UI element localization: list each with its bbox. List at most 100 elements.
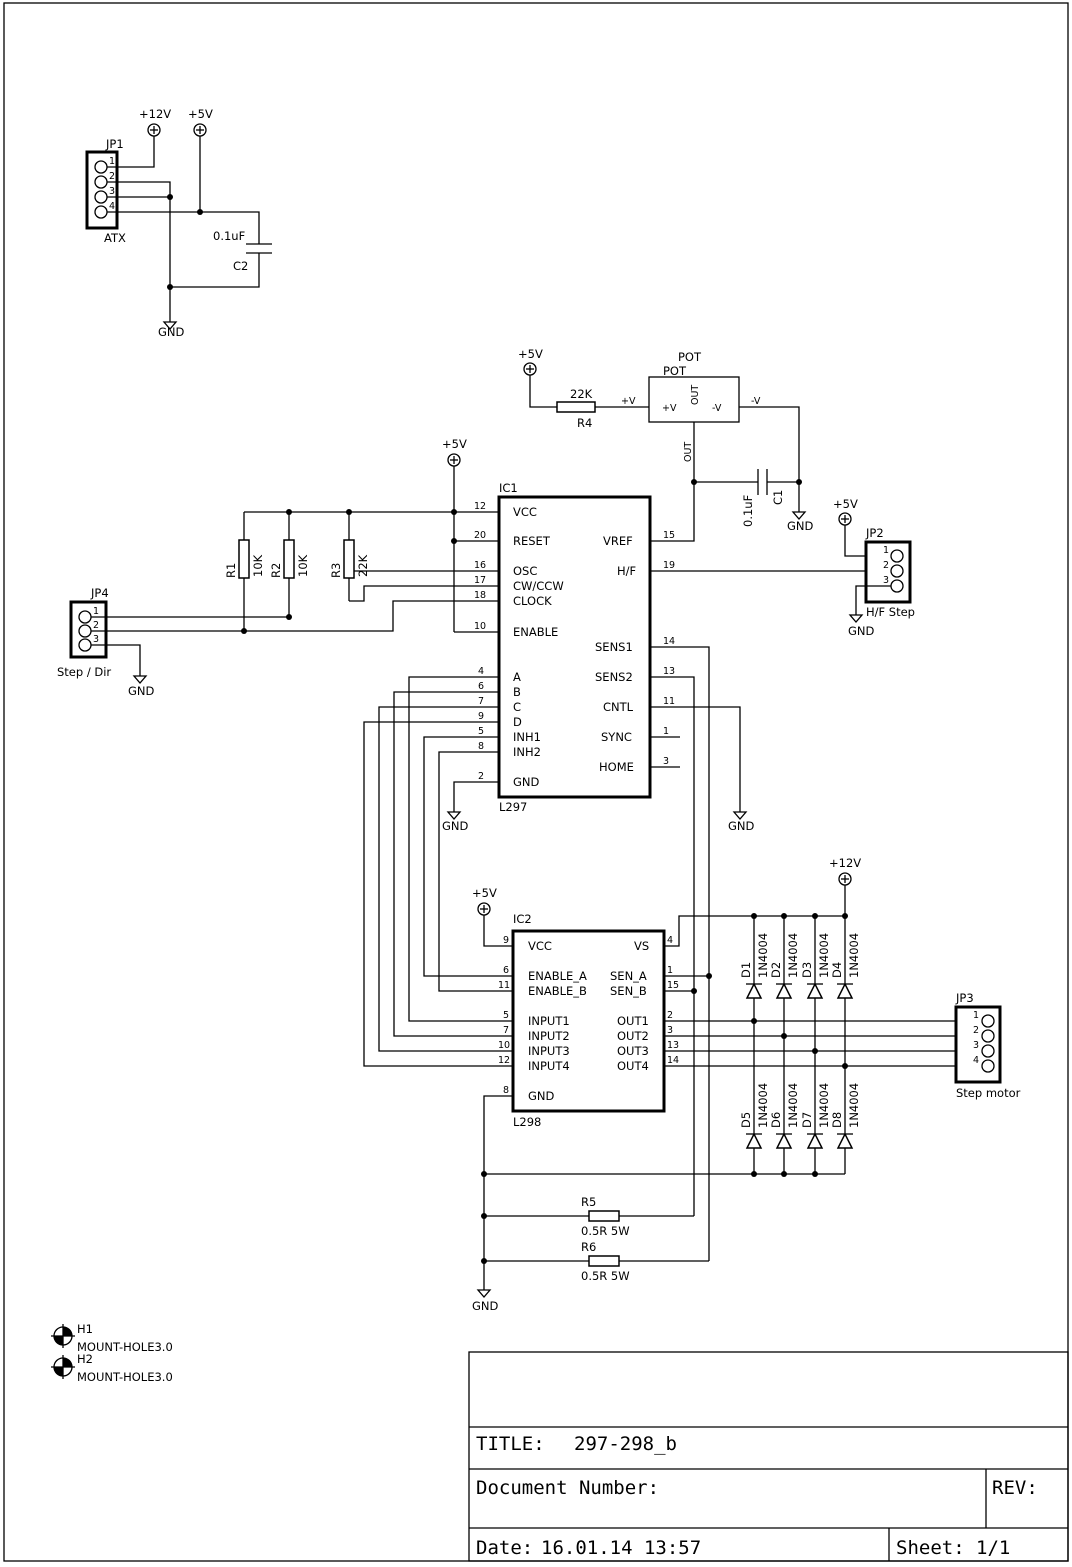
pin-number: 6 <box>478 681 484 692</box>
pin-name: OUT1 <box>617 1014 649 1028</box>
d2-ref: D2 <box>769 962 783 978</box>
pin-number: 18 <box>474 590 486 601</box>
pot-pin-plus: +V <box>662 403 677 414</box>
jp4-pin-2: 2 <box>93 620 99 631</box>
pin-number: 15 <box>667 980 679 991</box>
pin-name: CNTL <box>603 700 634 714</box>
title-label: TITLE: <box>476 1433 545 1455</box>
pot-value: POT <box>663 364 687 378</box>
jp3-value: Step motor <box>956 1086 1021 1100</box>
pin-name: OUT4 <box>617 1059 649 1073</box>
jp3-ref: JP3 <box>955 991 974 1005</box>
diode-d3: D3 1N4004 <box>800 933 831 999</box>
pin-number: 7 <box>478 696 484 707</box>
pin-name: VCC <box>513 505 537 519</box>
pin-name: OUT2 <box>617 1029 649 1043</box>
pin-number: 10 <box>498 1040 510 1051</box>
pin-name: INPUT2 <box>528 1029 570 1043</box>
power-5v-label: +5V <box>442 437 467 451</box>
pot-pin-minus: -V <box>712 403 722 414</box>
pin-number: 9 <box>503 935 509 946</box>
pin-name: SENS2 <box>595 670 633 684</box>
pin-number: 10 <box>474 621 486 632</box>
d6-value: 1N4004 <box>786 1083 800 1128</box>
d2-value: 1N4004 <box>786 933 800 978</box>
r5-ref: R5 <box>581 1195 596 1209</box>
diode-d1: D1 1N4004 <box>739 933 770 999</box>
capacitor-c2: 0.1uF C2 <box>213 229 272 273</box>
pin-number: 4 <box>478 666 484 677</box>
gnd-cntl: GND <box>728 811 755 833</box>
jp1-pin-2: 2 <box>109 171 115 182</box>
r3-value: 22K <box>356 554 370 577</box>
pin-number: 11 <box>663 696 675 707</box>
c2-ref: C2 <box>233 259 248 273</box>
power-5v-pot: +5V <box>518 347 543 376</box>
jp2-pin-3: 3 <box>883 575 889 586</box>
r6-value: 0.5R 5W <box>581 1269 630 1283</box>
pin-name: CW/CCW <box>513 579 564 593</box>
d3-value: 1N4004 <box>817 933 831 978</box>
jp2-value: H/F Step <box>866 605 915 619</box>
resistor-r2: R2 10K <box>269 539 310 579</box>
d4-ref: D4 <box>830 962 844 978</box>
pin-name: D <box>513 715 522 729</box>
h2-ref: H2 <box>77 1352 93 1366</box>
pin-name: INPUT4 <box>528 1059 570 1073</box>
diode-d5: D5 1N4004 <box>739 1083 770 1149</box>
pin-number: 14 <box>663 636 675 647</box>
r1-ref: R1 <box>224 563 238 578</box>
jp1-pin-1: 1 <box>109 156 115 167</box>
pin-name: HOME <box>599 760 634 774</box>
r2-ref: R2 <box>269 563 283 578</box>
pin-name: SYNC <box>601 730 632 744</box>
pin-number: 9 <box>478 711 484 722</box>
r5-value: 0.5R 5W <box>581 1224 630 1238</box>
pin-number: 15 <box>663 530 675 541</box>
date-value: 16.01.14 13:57 <box>541 1537 701 1559</box>
pin-name: H/F <box>617 564 636 578</box>
d8-ref: D8 <box>830 1112 844 1128</box>
ic1-value: L297 <box>499 800 527 814</box>
d7-ref: D7 <box>800 1112 814 1128</box>
ic2-l298: IC2 L298 <box>511 912 666 1129</box>
pin-name: VCC <box>528 939 552 953</box>
pin-number: 3 <box>667 1025 673 1036</box>
jp4-connector: JP4 Step / Dir 1 2 3 <box>57 586 111 679</box>
gnd-ic2: GND <box>472 1289 499 1313</box>
pin-number: 12 <box>498 1055 510 1066</box>
jp4-value: Step / Dir <box>57 665 111 679</box>
diode-d2: D2 1N4004 <box>769 933 800 999</box>
power-5v-label: +5V <box>188 107 213 121</box>
mount-hole-h1: H1 MOUNT-HOLE3.0 <box>51 1322 173 1354</box>
gnd-label: GND <box>728 819 755 833</box>
pin-name: B <box>513 685 521 699</box>
pin-number: 17 <box>474 575 486 586</box>
d5-value: 1N4004 <box>756 1083 770 1128</box>
diode-d7: D7 1N4004 <box>800 1083 831 1149</box>
pin-number: 2 <box>667 1010 673 1021</box>
d3-ref: D3 <box>800 962 814 978</box>
pin-name: OUT3 <box>617 1044 649 1058</box>
jp2-pin-2: 2 <box>883 560 889 571</box>
pin-number: 1 <box>663 726 669 737</box>
sheet-value: 1/1 <box>976 1537 1010 1559</box>
r3-ref: R3 <box>329 563 343 578</box>
pin-name: INPUT3 <box>528 1044 570 1058</box>
pin-name: A <box>513 670 521 684</box>
pin-name: RESET <box>513 534 551 548</box>
pin-number: 3 <box>663 756 669 767</box>
power-5v-label: +5V <box>833 497 858 511</box>
sheet-label: Sheet: <box>896 1537 965 1559</box>
h2-value: MOUNT-HOLE3.0 <box>77 1370 173 1384</box>
pin-name: ENABLE_A <box>528 969 587 983</box>
gnd-c1: GND <box>787 511 814 533</box>
gnd-label: GND <box>472 1299 499 1313</box>
pot-ref: POT <box>678 350 702 364</box>
pin-name: SENS1 <box>595 640 633 654</box>
gnd-jp1: GND <box>158 321 185 339</box>
d7-value: 1N4004 <box>817 1083 831 1128</box>
gnd-label: GND <box>848 624 875 638</box>
